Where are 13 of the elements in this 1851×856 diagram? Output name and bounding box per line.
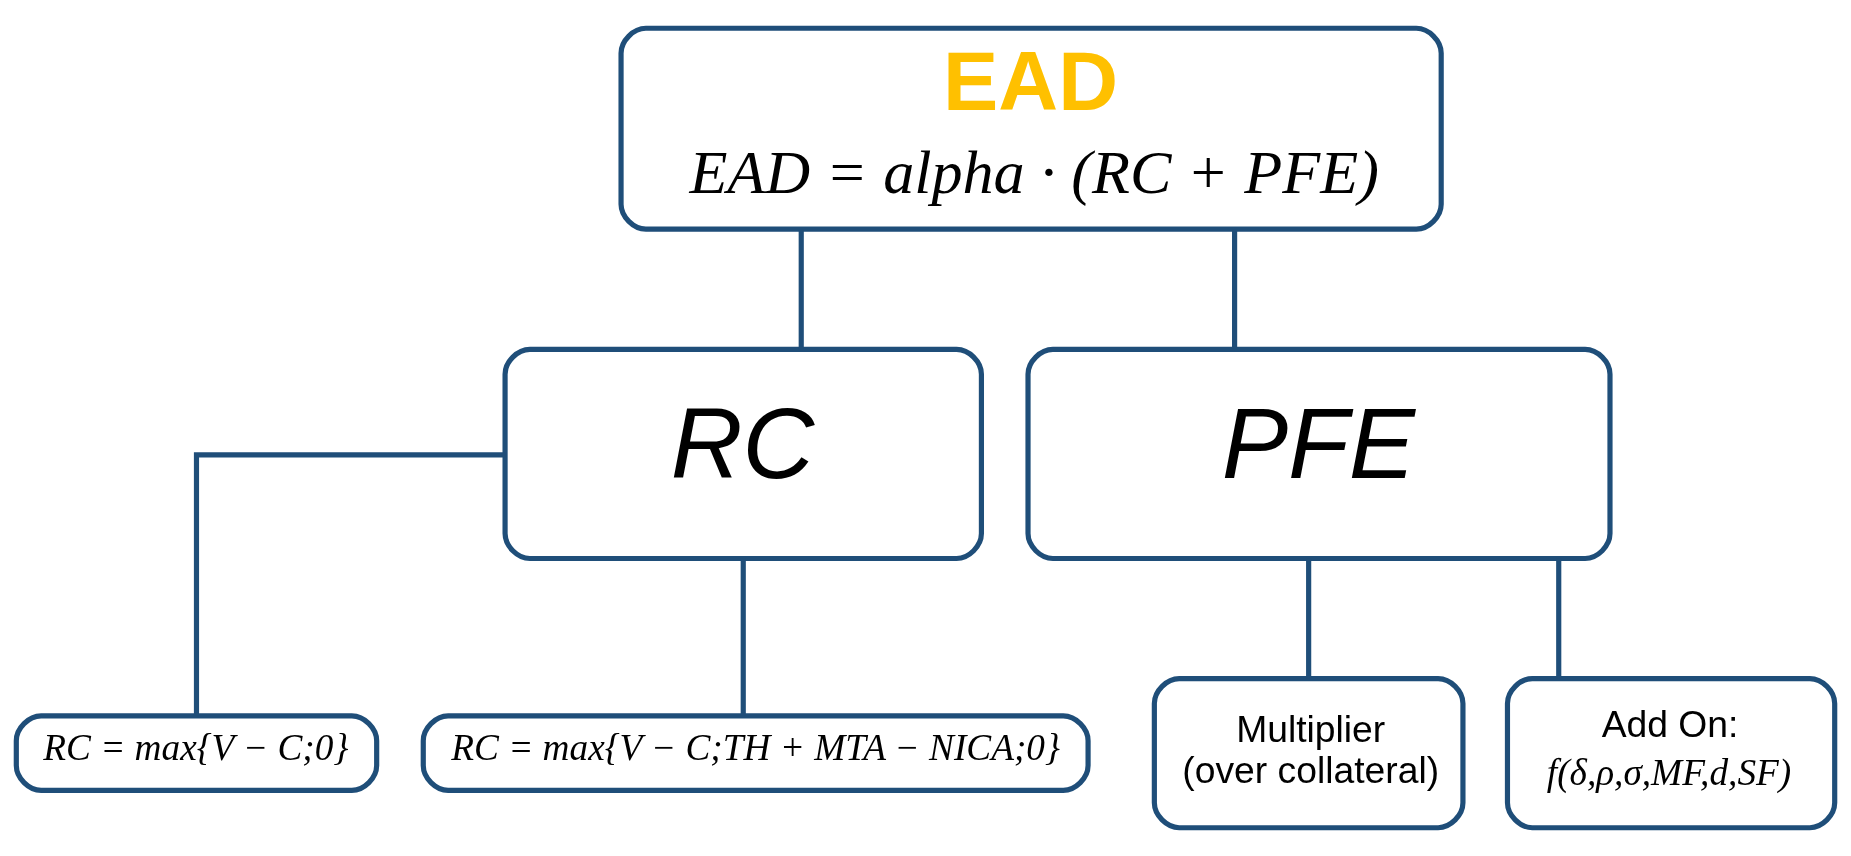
node-box: RC [502, 346, 984, 562]
node-box: RC = max{V − C;0} [13, 713, 380, 794]
node-box: PFE [1025, 346, 1613, 562]
node-box: RC = max{V − C;TH + MTA − NICA;0} [420, 713, 1091, 794]
connector [1306, 558, 1312, 679]
connector [1232, 229, 1238, 349]
node-box: Multiplier (over collateral) [1151, 676, 1466, 831]
node-box: EAD EAD = alpha · (RC + PFE) [618, 25, 1444, 232]
connector [740, 558, 746, 716]
connector [1556, 558, 1562, 679]
node-box: Add On: f(δ,ρ,σ,MF,d,SF) [1504, 676, 1838, 831]
connector [798, 229, 804, 349]
connector [193, 452, 505, 716]
